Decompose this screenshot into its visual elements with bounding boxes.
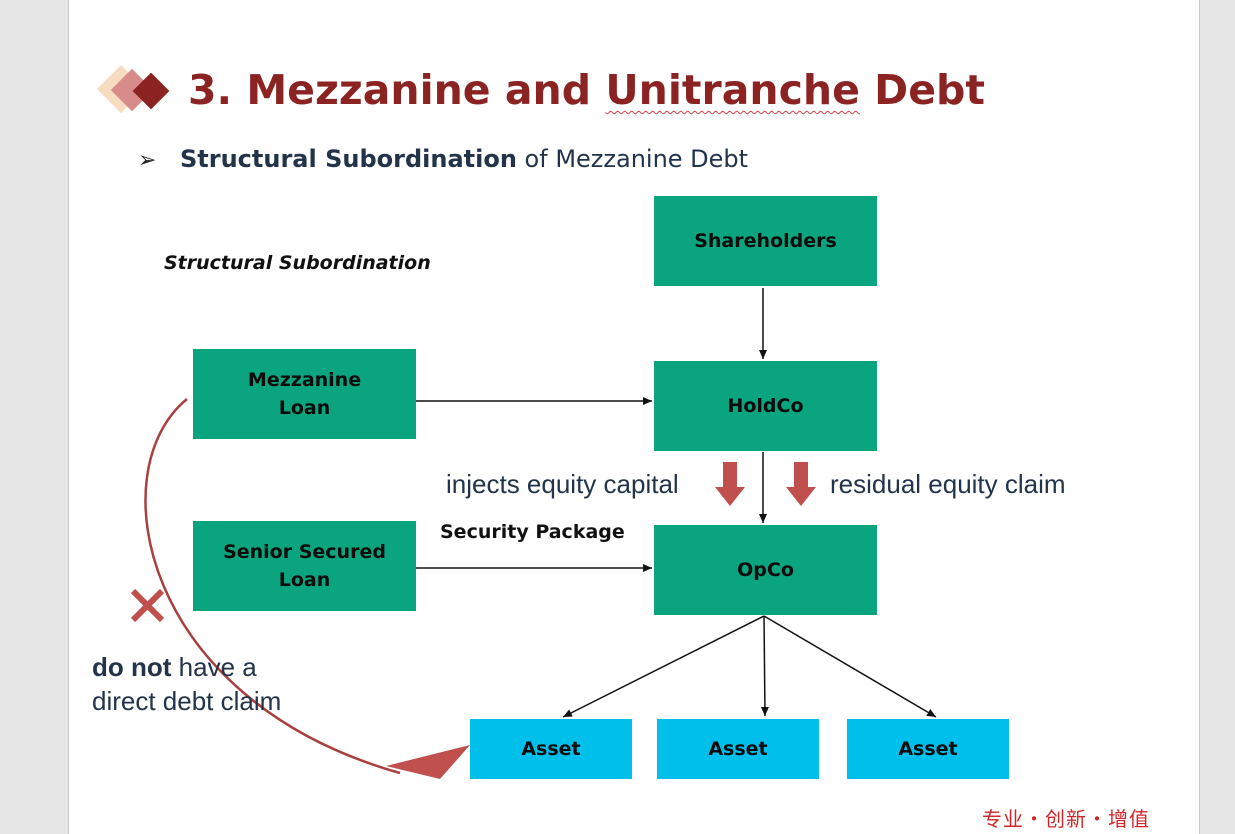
label-residual-claim: residual equity claim <box>830 469 1066 499</box>
node-asset-1: Asset <box>470 719 632 779</box>
diamond-logo-icon <box>96 64 170 114</box>
footer-slogan: 专业・创新・增值 <box>982 809 1150 831</box>
node-opco: OpCo <box>654 525 877 615</box>
node-asset-3: Asset <box>847 719 1009 779</box>
arrow-opco-asset-1 <box>562 615 765 718</box>
node-holdco: HoldCo <box>654 361 877 451</box>
equity-injection-arrow-icon <box>715 462 745 506</box>
page-title: 3. Mezzanine and Unitranche Debt <box>188 66 985 114</box>
no-direct-claim-arrowhead-icon <box>386 745 470 779</box>
node-shareholders: Shareholders <box>654 196 877 286</box>
label-injects-equity: injects equity capital <box>446 469 679 499</box>
arrow-opco-asset-3 <box>763 615 937 718</box>
cross-icon <box>130 588 165 623</box>
bullet-subtitle: Structural Subordination of Mezzanine De… <box>180 145 749 173</box>
node-asset-2: Asset <box>657 719 819 779</box>
label-security-package: Security Package <box>440 521 625 543</box>
bullet-arrow-icon: ➢ <box>138 147 157 172</box>
arrow-opco-asset-2 <box>760 615 769 717</box>
diagram-heading: Structural Subordination <box>164 252 431 274</box>
residual-claim-arrow-icon <box>786 462 816 506</box>
no-direct-claim-curve <box>144 398 401 775</box>
